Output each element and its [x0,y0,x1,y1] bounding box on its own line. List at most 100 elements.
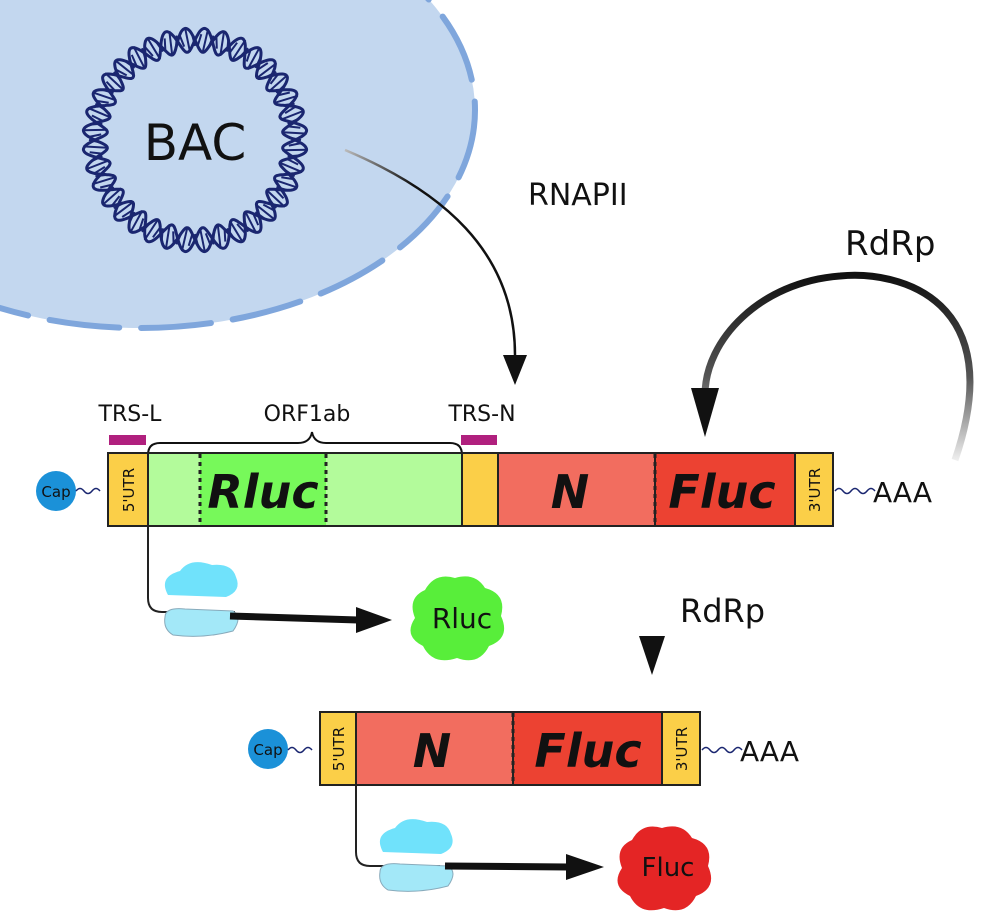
trs-n-region-box [461,452,499,527]
dna-base-pair [143,46,154,57]
ribosome-small-icon [164,608,239,637]
dna-base-pair [254,211,267,221]
dna-base-pair [269,73,279,85]
dna-base-pair [212,232,215,245]
dna-base-pair [281,176,294,181]
dna-base-pair [277,91,291,97]
trs-n-marker [461,435,497,445]
dna-base-pair [252,213,260,226]
dna-base-pair [287,117,300,125]
dna-base-pair [105,81,116,92]
cell-membrane [0,0,478,331]
rluc-protein-label: Rluc [432,602,492,635]
dna-base-pair [152,226,162,238]
dna-base-pair [129,210,144,233]
dna-base-pair [113,71,123,83]
dna-base-pair [201,28,210,53]
cell-nucleus [0,0,478,331]
sg-n-box [355,711,514,786]
dna-base-pair [141,47,147,61]
dna-base-pair [275,83,286,94]
dna-base-pair [104,186,115,197]
dna-base-pair [101,88,114,94]
dna-base-pair [226,227,235,240]
dna-base-pair [238,47,249,58]
dna-base-pair [112,201,134,218]
rluc-translation-arrow [229,612,359,624]
sg-polya-linker [701,746,743,754]
dna-base-pair [141,222,152,233]
dna-base-pair [130,54,138,67]
dna-base-pair [91,176,116,186]
dna-base-pair [223,229,227,242]
genomic-rna: TRS-L ORF1ab TRS-N Cap 5'UTR Rluc N Fluc… [36,402,932,527]
utr3-label: 3'UTR [806,468,824,512]
dna-base-pair [90,155,103,163]
sg-n-label: N [413,724,452,778]
bac-dna-circle-icon [81,26,309,254]
dna-base-pair [231,39,247,61]
fluc-translation: Fluc [355,785,712,911]
n-gene-label: N [551,465,590,519]
dna-base-pair [93,91,117,102]
dna-base-pair [226,39,230,52]
dna-base-pair [90,122,103,126]
dna-base-pair [128,211,136,224]
rluc-translation-arrowhead [356,607,392,633]
rdrp-loop-arrowhead [691,388,719,437]
cap-linker [75,487,101,495]
cap-label: Cap [41,483,70,501]
dna-base-pair [175,232,183,245]
dna-base-pair [123,59,136,69]
fluc-protein-icon [617,826,712,911]
n-gene-box [497,452,656,527]
dna-base-pair [284,105,297,114]
dna-base-pair [216,224,222,250]
dna-base-pair [138,218,145,231]
fluc-protein-label: Fluc [642,853,695,883]
orf1ab-label: ORF1ab [264,402,351,427]
dna-base-pair [246,47,261,70]
dna-base-pair [115,68,128,77]
rdrp-down-label: RdRp [680,592,765,630]
dna-base-pair [178,34,186,47]
fluc-gene-label: Fluc [668,465,775,519]
dna-base-pair [155,40,164,53]
rdrp-loop-arrow [701,271,974,462]
dna-base-pair [288,142,302,147]
dna-base-pair [88,138,102,144]
dna-base-pair [115,60,136,77]
utr5-label: 5'UTR [120,468,138,512]
dna-base-pair [283,168,296,178]
sg-ribosome-small-icon [379,863,454,892]
dna-base-pair [91,114,104,122]
sg-polya-label: AAA [740,735,799,768]
dna-base-pair [184,28,191,53]
dna-base-pair [83,145,108,149]
dna-base-pair [287,125,301,129]
sg-utr5-label: 5'UTR [330,727,348,771]
dna-base-pair [245,49,252,62]
dna-base-pair [193,233,200,247]
dna-base-pair [104,72,124,91]
dna-base-pair [199,227,206,252]
sg-cap-label: Cap [253,741,282,759]
dna-base-pair [96,99,109,104]
dna-base-pair [111,195,121,207]
sg-fluc-label: Fluc [534,724,641,778]
dna-base-pair [175,35,178,48]
dna-base-pair [254,203,275,220]
dna-base-pair [256,62,278,79]
dna-base-pair [228,220,244,243]
rnapii-arrow [344,148,517,356]
rluc-mrna-line [147,526,235,613]
trs-l-marker [109,435,146,445]
rdrp-down-arrowhead [639,636,665,675]
bac-label: BAC [144,114,247,172]
dna-base-pair [165,224,171,249]
fluc-gene-box [654,452,796,527]
rluc-translation: Rluc [147,526,505,661]
sg-utr3-label: 3'UTR [673,727,691,771]
dna-base-pair [99,183,113,189]
trs-l-label: TRS-L [98,402,163,427]
